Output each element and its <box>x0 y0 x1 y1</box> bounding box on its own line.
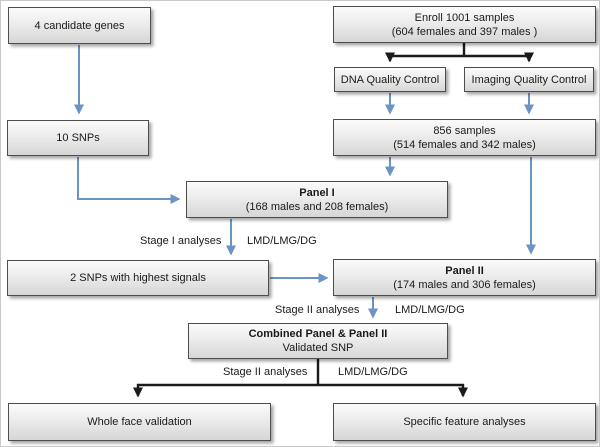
node-panel-ii: Panel II (174 males and 306 females) <box>333 259 596 296</box>
node-panel-i: Panel I (168 males and 208 females) <box>186 181 448 218</box>
node-candidate-genes-label: 4 candidate genes <box>34 19 125 32</box>
node-enroll-samples: Enroll 1001 samples (604 females and 397… <box>333 6 596 43</box>
node-2-snps-label: 2 SNPs with highest signals <box>70 272 206 284</box>
node-candidate-genes: 4 candidate genes <box>8 7 151 44</box>
node-2-snps: 2 SNPs with highest signals <box>7 260 269 296</box>
arrow-10snps-to-panel-i <box>77 157 181 204</box>
node-10-snps: 10 SNPs <box>7 120 149 156</box>
node-whole-face-validation: Whole face validation <box>8 403 271 441</box>
node-856-samples: 856 samples (514 females and 342 males) <box>333 119 596 156</box>
node-856-samples-line2: (514 females and 342 males) <box>393 138 536 151</box>
node-enroll-samples-line1: Enroll 1001 samples <box>414 11 515 24</box>
edge-label-stage-ii-analyses-mid: Stage II analyses <box>275 304 360 316</box>
node-panel-ii-title: Panel II <box>445 264 484 277</box>
node-combined-panel-subtitle: Validated SNP <box>282 342 354 354</box>
node-10-snps-label: 10 SNPs <box>56 132 100 144</box>
node-imaging-quality-control-label: Imaging Quality Control <box>471 73 587 86</box>
node-combined-panel: Combined Panel & Panel II Validated SNP <box>188 323 448 359</box>
edge-label-stage-ii-analyses-bottom: Stage II analyses <box>223 366 308 378</box>
edge-label-stage-i-analyses: Stage I analyses <box>140 235 222 247</box>
node-dna-quality-control: DNA Quality Control <box>334 67 446 92</box>
node-enroll-samples-line2: (604 females and 397 males ) <box>391 25 538 38</box>
node-856-samples-line1: 856 samples <box>433 124 496 137</box>
edge-label-lmd-combined: LMD/LMG/DG <box>338 366 408 378</box>
node-panel-i-subtitle: (168 males and 208 females) <box>245 200 389 213</box>
edge-label-lmd-panel-i: LMD/LMG/DG <box>247 235 317 247</box>
node-panel-ii-subtitle: (174 males and 306 females) <box>393 278 536 291</box>
node-dna-quality-control-label: DNA Quality Control <box>340 73 440 86</box>
node-imaging-quality-control: Imaging Quality Control <box>464 67 594 92</box>
edge-label-lmd-panel-ii: LMD/LMG/DG <box>395 304 465 316</box>
node-whole-face-validation-label: Whole face validation <box>87 416 192 428</box>
node-specific-feature-analyses-label: Specific feature analyses <box>403 416 526 428</box>
node-specific-feature-analyses: Specific feature analyses <box>333 403 596 441</box>
node-panel-i-title: Panel I <box>299 186 335 199</box>
node-combined-panel-title: Combined Panel & Panel II <box>248 328 388 340</box>
